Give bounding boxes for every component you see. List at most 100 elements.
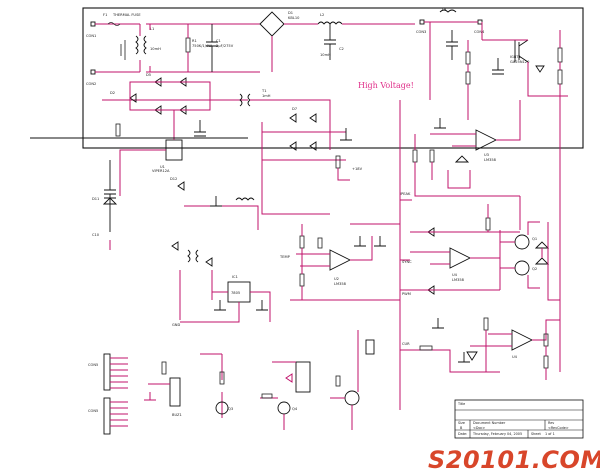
diode-d12 <box>177 181 185 191</box>
l1-coil-a <box>135 35 139 55</box>
u4-label: U4 <box>452 273 458 277</box>
q2-label: Q2 <box>532 267 537 271</box>
t1-label: T1 <box>261 89 266 93</box>
u3-label: U3 <box>484 153 489 157</box>
r-u2-2 <box>299 273 305 287</box>
high-voltage-boundary <box>82 7 584 149</box>
c-u2b <box>374 236 386 247</box>
date-label: Date: <box>458 432 467 436</box>
r-sense-1 <box>465 51 471 65</box>
t1-value: 1mH <box>262 94 271 98</box>
r-u5-4 <box>419 345 433 351</box>
title-label: Title <box>457 402 465 406</box>
q1-label: Q1 <box>532 237 537 241</box>
diode-u5 <box>466 351 478 361</box>
u3-value: LM358 <box>484 158 497 162</box>
c-snubber <box>492 58 504 75</box>
fuse-label: THERMAL FUSE <box>112 13 141 17</box>
d5-label: D5 <box>146 73 151 77</box>
control-amps: U2 LM358 TEMP U3 LM358 IPEAK U4 LM358 SY… <box>279 100 561 380</box>
title-block: Title Size B Document Number <Doc> Rev <… <box>454 399 584 439</box>
c-u5 <box>458 352 470 363</box>
sync-label: SYNC <box>402 260 412 264</box>
q2-transistor <box>514 260 530 276</box>
r1-value: 750K/1/4W <box>192 44 212 48</box>
v18-label: +18V <box>352 167 363 171</box>
r-fan <box>335 375 341 387</box>
d1-value: KBL10 <box>288 16 300 20</box>
fan-connector <box>365 339 375 355</box>
con2-terminal <box>90 69 96 75</box>
l4-label: L4 <box>442 7 447 11</box>
docnum-label: Document Number <box>473 421 506 425</box>
c2-capacitor <box>324 24 336 60</box>
d7-label: D7 <box>292 107 297 111</box>
con3-terminal <box>419 19 425 25</box>
r-igbt-1 <box>557 47 563 63</box>
con5-label: CON5 <box>88 363 98 367</box>
l1-coil-b <box>143 35 147 55</box>
l2-value: 10mH <box>320 53 331 57</box>
io-section: CON5 CON5 BUZ1 Q3 Q4 <box>88 330 375 435</box>
u4-value: LM358 <box>452 278 465 282</box>
c-rail <box>340 128 352 141</box>
q1-transistor <box>514 234 530 250</box>
title-block-frame <box>454 399 584 439</box>
r10-resistor <box>115 123 121 137</box>
c-u3 <box>434 118 446 129</box>
secondary-rails: D7 +18V D12 IC1 7805 GND <box>170 107 363 327</box>
ic1-value: 7805 <box>231 291 240 295</box>
date-value: Thursday, February 04, 2005 <box>472 432 522 436</box>
buzzer-label: BUZ1 <box>172 413 182 417</box>
con4-terminal <box>477 19 483 25</box>
con5-header <box>103 353 111 391</box>
diode-d7 <box>289 113 297 123</box>
l1-value: 10mH <box>150 47 161 51</box>
smps-section: D2 D5 T1 1mH U1 VIPER12A D11 C10 <box>30 73 331 250</box>
igbt-label: IGBT1 <box>510 55 521 59</box>
watermark: S20101.COM <box>428 446 600 471</box>
diode-d13 <box>171 241 179 251</box>
cx-cap <box>120 40 126 60</box>
r1-label: R1 <box>192 39 197 43</box>
r1-resistor <box>185 37 191 53</box>
l4-work-coil <box>439 9 457 13</box>
u4-opamp <box>449 247 472 269</box>
u5-label: U4 <box>512 355 518 359</box>
r-u2-3 <box>317 237 323 249</box>
r-u3-1 <box>429 149 435 163</box>
igbt-value: GA25N120 <box>510 60 530 64</box>
resonant-cap <box>446 30 458 60</box>
c-reg-out <box>256 300 268 311</box>
u1-label: U1 <box>160 165 165 169</box>
u1-value: VIPER12A <box>152 169 170 173</box>
u2-opamp <box>329 249 352 271</box>
con6-label: CON5 <box>88 409 98 413</box>
c11-cap <box>210 196 222 207</box>
sheet-label: Sheet <box>531 432 541 436</box>
u2-value: LM358 <box>334 282 347 286</box>
con1-terminal <box>90 21 96 27</box>
mains-input: CON1 CON2 F1 THERMAL FUSE L1 10mH R1 750… <box>86 11 318 86</box>
con6-header <box>103 397 111 435</box>
relay <box>295 361 311 393</box>
rev-label: Rev <box>548 421 554 425</box>
d11-label: D11 <box>92 197 99 201</box>
t2-transformer <box>187 249 199 263</box>
buzzer <box>169 377 181 407</box>
diode-d2 <box>129 93 137 103</box>
r-sense-2 <box>465 71 471 85</box>
r-u4-1 <box>485 217 491 231</box>
r-u2-1 <box>299 235 305 249</box>
l5-inductor <box>235 197 255 201</box>
d1-bridge <box>259 11 285 37</box>
c1-value: 2µF/275V <box>216 44 234 48</box>
c-u5b <box>432 318 444 329</box>
d12-label: D12 <box>170 177 177 181</box>
q4-transistor <box>277 401 291 415</box>
diode-d10 <box>309 141 317 151</box>
u1-viper <box>165 139 183 161</box>
igbt-transistor <box>514 39 529 63</box>
con2-label: CON2 <box>86 82 96 86</box>
fan-transistor <box>344 390 360 406</box>
